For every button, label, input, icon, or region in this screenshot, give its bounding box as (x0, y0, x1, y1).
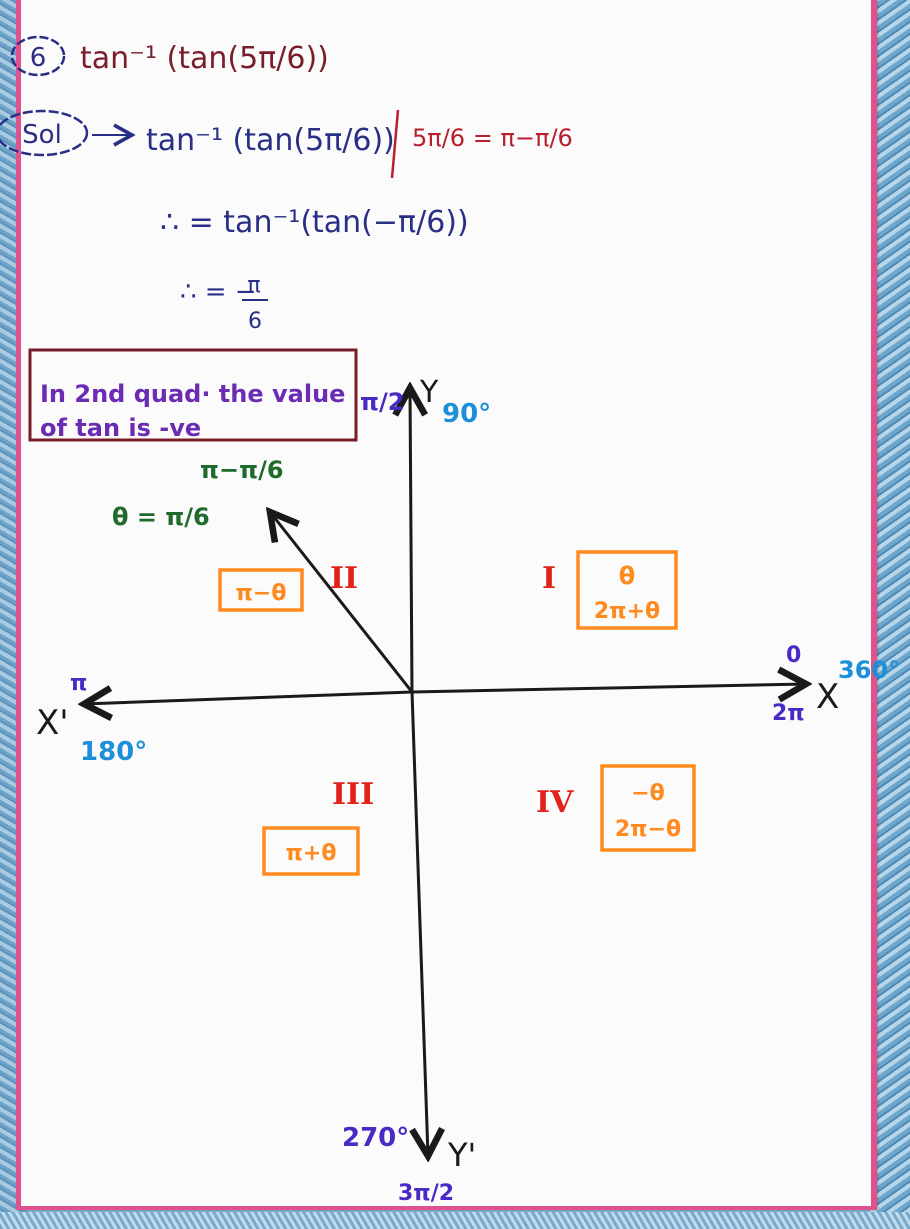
quadrant-3-numeral: III (332, 777, 374, 812)
solution-line-3: ∴ = − π 6 (180, 273, 268, 334)
x-axis-negative (84, 692, 413, 704)
quadrant-4-value-1: −θ (631, 781, 665, 806)
angle-pi-label: π (70, 671, 87, 696)
quadrant-1-box: θ 2π+θ (576, 550, 678, 630)
angle-3pi-over-2-label: 3π/2 (398, 1181, 454, 1206)
solution-line-3-prefix: ∴ = − (180, 277, 257, 307)
quadrant-3-box: π+θ (262, 826, 360, 876)
problem-expression: tan⁻¹ (tan(5π/6)) (80, 41, 329, 76)
solution-side-note: 5π/6 = π−π/6 (412, 124, 573, 152)
y-axis-positive (410, 388, 412, 693)
solution-line-3-denominator: 6 (248, 309, 262, 334)
quadrant-4-box: −θ 2π−θ (600, 764, 696, 852)
background-blue-bottom (0, 1212, 910, 1229)
ray-label-pi-minus: π−π/6 (200, 456, 284, 484)
angle-2pi-label: 2π (772, 701, 805, 726)
angle-0-label: 0 (786, 643, 801, 668)
quadrant-1-numeral: I (542, 561, 556, 596)
solution-label: Sol (22, 120, 62, 150)
y-prime-axis-label: Y' (447, 1136, 476, 1174)
y-axis-negative (412, 691, 428, 1156)
solution-line-1: tan⁻¹ (tan(5π/6)) (146, 123, 395, 158)
x-axis-label: X (816, 677, 839, 717)
note-box: In 2nd quad· the value of tan is -ve (28, 348, 358, 442)
note-line-2: of tan is -ve (40, 414, 201, 442)
angle-pi-over-2-label: π/2 (360, 388, 404, 416)
note-line-1: In 2nd quad· the value (40, 380, 345, 408)
quadrant-2-value: π−θ (236, 581, 287, 606)
quadrant-3-value: π+θ (286, 841, 337, 866)
quadrant-2-numeral: II (330, 561, 358, 596)
y-axis-label: Y (419, 375, 439, 410)
solution-line-3-numerator: π (247, 273, 260, 298)
problem-number: 6 (30, 43, 47, 73)
solution-label-badge: Sol (0, 109, 89, 157)
angle-180-label: 180° (80, 737, 147, 767)
quadrant-4-numeral: IV (536, 785, 574, 820)
angle-ray (270, 512, 414, 693)
quadrant-2-box: π−θ (218, 568, 304, 612)
quadrant-1-value-1: θ (619, 562, 636, 590)
angle-90-label: 90° (442, 399, 491, 429)
quadrant-4-value-2: 2π−θ (615, 817, 681, 842)
quadrant-1-value-2: 2π+θ (594, 599, 660, 624)
notebook-page (16, 0, 877, 1210)
x-axis-positive (411, 684, 806, 692)
side-note-divider (390, 109, 400, 179)
angle-270-label: 270° (342, 1123, 409, 1153)
angle-360-label: 360° (838, 656, 900, 684)
x-prime-axis-label: X' (36, 703, 69, 743)
theta-label: θ = π/6 (112, 503, 210, 531)
solution-line-2: ∴ = tan⁻¹(tan(−π/6)) (160, 205, 469, 240)
problem-number-badge: 6 (10, 35, 66, 77)
